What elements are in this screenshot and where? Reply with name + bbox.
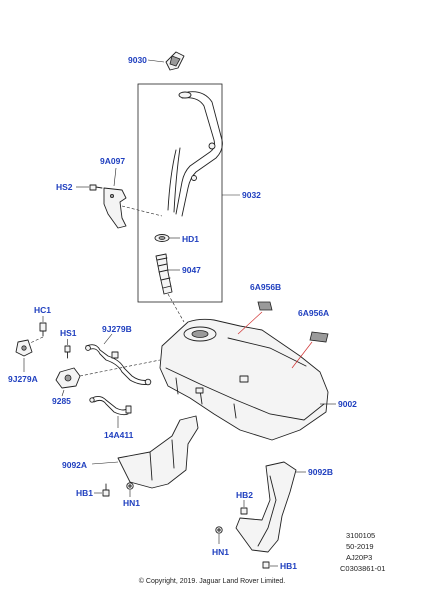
leader-9a097 xyxy=(113,167,117,187)
filler-neck-group-frame xyxy=(137,83,223,303)
meta-line-2: 50-2019 xyxy=(346,542,374,551)
callout-9030: 9030 xyxy=(128,55,147,65)
bolt-hb1-right xyxy=(262,561,270,569)
callout-6a956a: 6A956A xyxy=(298,308,329,318)
callout-hs1: HS1 xyxy=(60,328,77,338)
meta-line-3: AJ20P3 xyxy=(346,553,372,562)
callout-9047: 9047 xyxy=(182,265,201,275)
dash-hose-to-tank xyxy=(167,293,185,323)
callout-hc1: HC1 xyxy=(34,305,51,315)
callout-hn1-left: HN1 xyxy=(123,498,140,508)
meta-line-1: 3100105 xyxy=(346,531,375,540)
callout-hn1-right: HN1 xyxy=(212,547,229,557)
tank-strap-9092a xyxy=(117,415,199,489)
bolt-hb2 xyxy=(240,507,248,515)
dash-sender-to-tank xyxy=(79,359,161,377)
filler-bracket xyxy=(103,187,127,229)
callout-9032: 9032 xyxy=(242,190,261,200)
dash-hc1 xyxy=(27,336,44,345)
nut-hn1-left xyxy=(126,482,134,490)
callout-9002: 9002 xyxy=(338,399,357,409)
bolt-hb1-left xyxy=(102,483,110,497)
dash-bracket-to-neck xyxy=(121,205,163,217)
copyright-notice: © Copyright, 2019. Jaguar Land Rover Lim… xyxy=(139,577,285,585)
callout-9j279b: 9J279B xyxy=(102,324,132,334)
clip-hc1 xyxy=(39,322,47,337)
vent-pipe-9j279b xyxy=(85,344,152,386)
fuel-tank xyxy=(159,318,329,441)
leader-9092a xyxy=(91,461,119,465)
fuel-sender-9285 xyxy=(55,367,81,389)
callout-14a411: 14A411 xyxy=(104,430,134,440)
callout-9092a: 9092A xyxy=(62,460,87,470)
redline-6a956a xyxy=(291,341,313,369)
connector-9j279a xyxy=(15,339,33,357)
nut-hn1-right xyxy=(215,526,223,534)
callout-hb1-right: HB1 xyxy=(280,561,297,571)
leader-9030 xyxy=(147,59,165,63)
filler-neck-pipe xyxy=(167,91,223,217)
callout-9285: 9285 xyxy=(52,396,71,406)
screw-hs2 xyxy=(89,184,103,191)
pad-6a956b xyxy=(257,301,273,311)
callout-6a956b: 6A956B xyxy=(250,282,281,292)
redline-6a956b xyxy=(237,311,263,335)
hose-clamp-hd1 xyxy=(154,234,170,242)
screw-hs1 xyxy=(64,345,71,359)
callout-hs2: HS2 xyxy=(56,182,73,192)
leader-9j279b xyxy=(103,333,113,345)
callout-9092b: 9092B xyxy=(308,467,333,477)
callout-hb1-left: HB1 xyxy=(76,488,93,498)
callout-hd1: HD1 xyxy=(182,234,199,244)
fuel-cap xyxy=(165,51,185,71)
leader-9285 xyxy=(61,389,65,397)
wiring-harness-14a411 xyxy=(89,395,132,416)
filler-hose xyxy=(155,253,173,295)
tank-strap-9092b xyxy=(235,461,297,553)
callout-hb2: HB2 xyxy=(236,490,253,500)
callout-9a097: 9A097 xyxy=(100,156,125,166)
meta-line-4: C0303861-01 xyxy=(340,564,385,573)
callout-9j279a: 9J279A xyxy=(8,374,38,384)
pad-6a956a xyxy=(309,331,329,343)
